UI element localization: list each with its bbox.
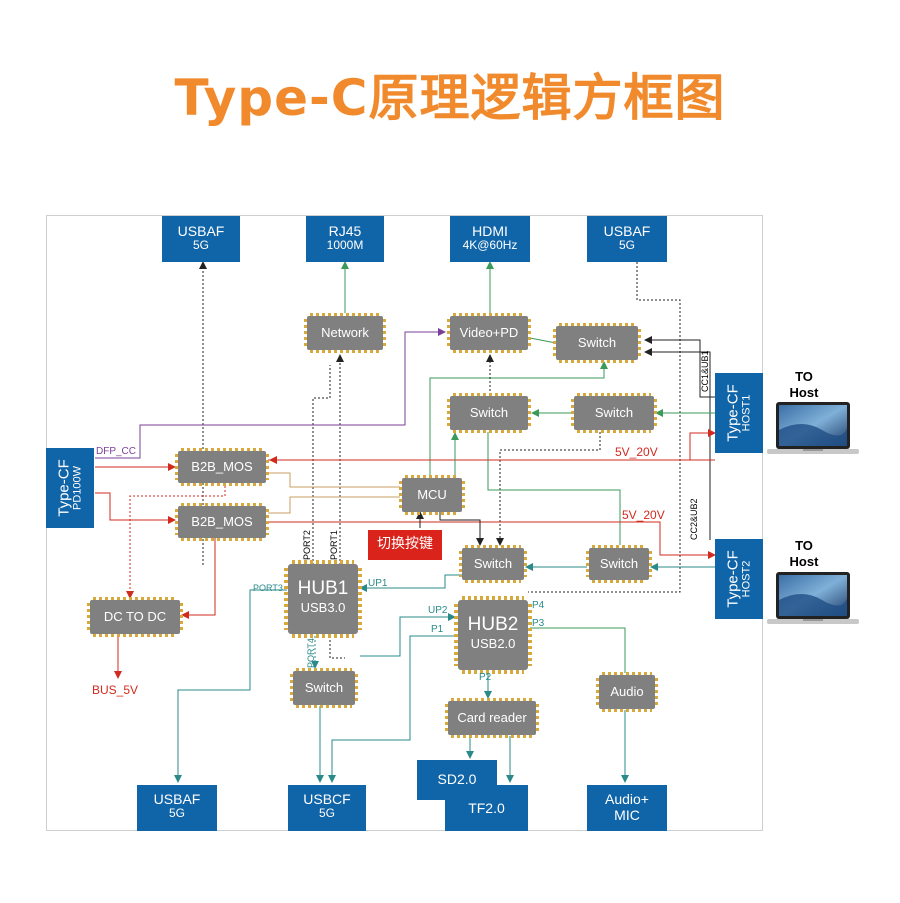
port-label: Audio+ [605,791,649,807]
port-label: USBCF [303,791,351,807]
chip-b2b-mos-2: B2B_MOS [175,503,269,541]
chip-label: Switch [473,556,513,571]
voltage-label-2: 5V_20V [622,508,665,522]
chip-switch-mid-left: Switch [447,393,531,433]
port1-label: PORT1 [329,530,339,560]
port-label: SD2.0 [437,771,477,787]
port3-label: PORT3 [253,583,283,593]
port-typecf-host2: Type-CF HOST2 [715,539,763,619]
chip-label: DC TO DC [103,609,167,624]
chip-label: B2B_MOS [191,514,253,529]
port-label: HDMI [472,223,508,239]
p1-label: P1 [431,624,444,635]
chip-label: Switch [577,335,617,350]
cc2-ub2-label: CC2&UB2 [689,498,699,540]
port-rj45: RJ45 1000M [306,216,384,262]
hub-sublabel: USB3.0 [300,600,346,615]
chip-card-reader: Card reader [445,698,539,738]
port-typecf-host1: Type-CF HOST1 [715,373,763,453]
chip-label: Audio [610,684,644,699]
chip-switch-host2-right: Switch [586,545,652,583]
port-hdmi: HDMI 4K@60Hz [450,216,530,262]
port-sublabel: 4K@60Hz [462,238,518,253]
chip-dc-to-dc: DC TO DC [87,597,183,637]
port-sublabel: 5G [192,238,209,253]
port-sublabel: HOST1 [740,394,753,432]
laptop-icon [767,402,859,454]
port-usbaf-top-1: USBAF 5G [162,216,240,262]
port-usbaf-top-2: USBAF 5G [587,216,667,262]
switch-key-button: 切换按键 [368,530,442,560]
port-sublabel: MIC [614,807,640,824]
chip-network: Network [304,313,386,353]
port-label: Type-CF [55,459,73,517]
chip-label: Card reader [457,710,527,725]
hub1-chip: HUB1 USB3.0 [284,560,362,638]
chip-label: Switch [304,680,344,695]
to-label: TO [795,369,813,384]
port-label: RJ45 [328,223,362,239]
dfp-cc-label: DFP_CC [96,446,137,457]
chip-mcu: MCU [399,475,465,515]
port-usbaf-bottom: USBAF 5G [137,785,217,831]
port-usbcf-bottom: USBCF 5G [288,785,366,831]
host-label: Host [789,384,819,400]
hub-sublabel: USB2.0 [470,636,516,651]
host-label: Host [789,553,819,569]
cc1-ub1-label: CC1&UB1 [700,350,710,392]
chip-label: B2B_MOS [191,459,253,474]
p3-label: P3 [532,618,545,629]
chip-label: Network [321,325,369,340]
port2-label: PORT2 [302,530,312,560]
chip-label: MCU [417,487,447,502]
port-sublabel: HOST2 [740,560,753,598]
voltage-label-1: 5V_20V [615,445,658,459]
port-label: TF2.0 [468,800,505,816]
port-sublabel: 1000M [326,238,364,253]
hub-label: HUB1 [297,578,349,599]
port-tf: TF2.0 [445,785,528,831]
chip-label: Switch [469,405,509,420]
port-typecf-pd100w: Type-CF PD100W [46,448,94,528]
page-title: Type-C原理逻辑方框图 [174,69,726,127]
port-sublabel: PD100W [71,465,84,511]
hub-label: HUB2 [467,614,519,635]
port-label: Type-CF [724,550,742,608]
to-label: TO [795,538,813,553]
chip-label: Switch [599,556,639,571]
laptop-icon [767,572,859,624]
chip-label: Video+PD [459,325,519,340]
p4-label: P4 [532,600,545,611]
port-sublabel: 5G [618,238,635,253]
port-audio-mic: Audio+ MIC [587,785,667,831]
up2-label: UP2 [428,605,448,616]
up1-label: UP1 [368,578,388,589]
to-host-label-2: TO Host [782,538,826,569]
chip-audio: Audio [596,672,658,712]
chip-b2b-mos-1: B2B_MOS [175,448,269,486]
port-label: USBAF [153,791,201,807]
port-sublabel: 5G [318,806,335,821]
p2-label: P2 [479,672,492,683]
chip-switch-host2-left: Switch [459,545,527,583]
chip-video-pd: Video+PD [447,313,531,353]
chip-switch-mid-right: Switch [571,393,657,433]
chip-label: Switch [594,405,634,420]
bus-5v-label: BUS_5V [92,683,139,697]
to-host-label-1: TO Host [782,369,826,400]
chip-switch-top: Switch [553,323,641,363]
chip-switch-port4: Switch [290,668,358,708]
hub2-chip: HUB2 USB2.0 [454,596,532,674]
port-label: USBAF [177,223,225,239]
port4-label: PORT4 [306,638,316,668]
port-label: Type-CF [724,384,742,442]
port-sublabel: 5G [168,806,185,821]
port-label: USBAF [603,223,651,239]
